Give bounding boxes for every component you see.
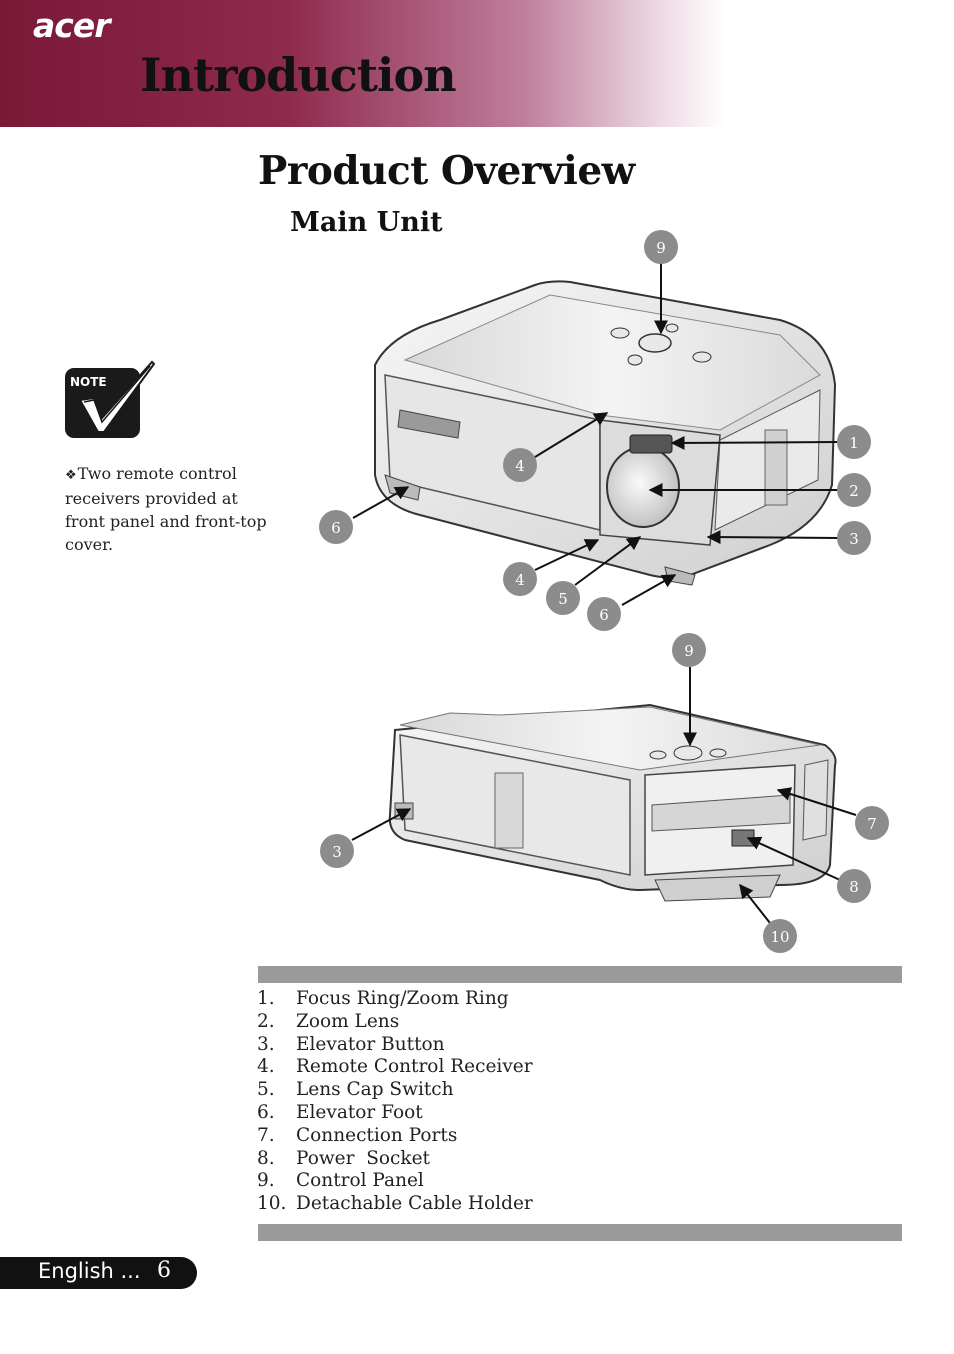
svg-text:4: 4 <box>515 571 525 589</box>
callout-4-bottom: 4 <box>503 562 537 596</box>
projector-diagram: 9 1 2 3 4 4 5 6 6 9 7 8 10 3 <box>319 230 889 953</box>
note-bullet-icon: ❖ <box>65 468 77 483</box>
callout-5: 5 <box>546 581 580 615</box>
callout-4-top: 4 <box>503 448 537 482</box>
list-item: 5.Lens Cap Switch <box>257 1079 454 1101</box>
svg-text:6: 6 <box>599 606 609 624</box>
callout-9-front: 9 <box>644 230 678 264</box>
note-label: NOTE <box>70 375 107 389</box>
section-title: Product Overview <box>258 148 635 194</box>
svg-text:9: 9 <box>656 239 666 257</box>
svg-text:6: 6 <box>331 519 341 537</box>
list-bottom-divider <box>258 1224 902 1241</box>
note-text-block: ❖Two remote control receivers provided a… <box>65 462 280 556</box>
page-header-band: acer Introduction <box>0 0 954 127</box>
page-footer: English ... 6 <box>0 1257 197 1289</box>
list-item: 4.Remote Control Receiver <box>257 1056 533 1078</box>
svg-text:1: 1 <box>849 434 859 452</box>
callout-6-left: 6 <box>319 510 353 544</box>
svg-text:7: 7 <box>867 815 877 833</box>
note-checkmark-icon: NOTE <box>65 360 156 438</box>
svg-text:3: 3 <box>849 530 859 548</box>
list-item: 6.Elevator Foot <box>257 1101 423 1123</box>
list-item: 3.Elevator Button <box>257 1033 445 1055</box>
svg-text:3: 3 <box>332 843 342 861</box>
svg-text:8: 8 <box>849 878 859 896</box>
callout-3-front: 3 <box>837 521 871 555</box>
footer-language: English ... <box>38 1259 141 1283</box>
callout-10: 10 <box>763 919 797 953</box>
list-item: 2.Zoom Lens <box>257 1010 400 1032</box>
svg-text:4: 4 <box>515 457 525 475</box>
list-item: 1.Focus Ring/Zoom Ring <box>257 988 509 1009</box>
callout-8: 8 <box>837 869 871 903</box>
projector-rear-view <box>388 703 837 902</box>
callout-6-right: 6 <box>587 597 621 631</box>
acer-logo: acer <box>33 6 110 45</box>
list-top-divider <box>258 966 902 983</box>
svg-text:5: 5 <box>558 590 568 608</box>
page-number: 6 <box>157 1258 171 1283</box>
list-item: 8.Power Socket <box>257 1147 430 1169</box>
svg-text:9: 9 <box>684 642 694 660</box>
svg-text:2: 2 <box>849 482 859 500</box>
callout-1: 1 <box>837 425 871 459</box>
callout-3-rear: 3 <box>320 834 354 868</box>
callout-9-rear: 9 <box>672 633 706 667</box>
chapter-title: Introduction <box>140 48 457 102</box>
svg-text:10: 10 <box>770 928 789 946</box>
callout-2: 2 <box>837 473 871 507</box>
callout-7: 7 <box>855 806 889 840</box>
projector-front-view <box>374 280 837 586</box>
list-item: 7.Connection Ports <box>257 1124 458 1146</box>
list-item: 9.Control Panel <box>257 1170 424 1192</box>
section-subtitle: Main Unit <box>290 207 443 238</box>
note-text: Two remote control receivers provided at… <box>65 464 267 554</box>
parts-list: 1.Focus Ring/Zoom Ring 2.Zoom Lens 3.Ele… <box>257 988 533 1216</box>
list-item: 10.Detachable Cable Holder <box>257 1193 533 1215</box>
